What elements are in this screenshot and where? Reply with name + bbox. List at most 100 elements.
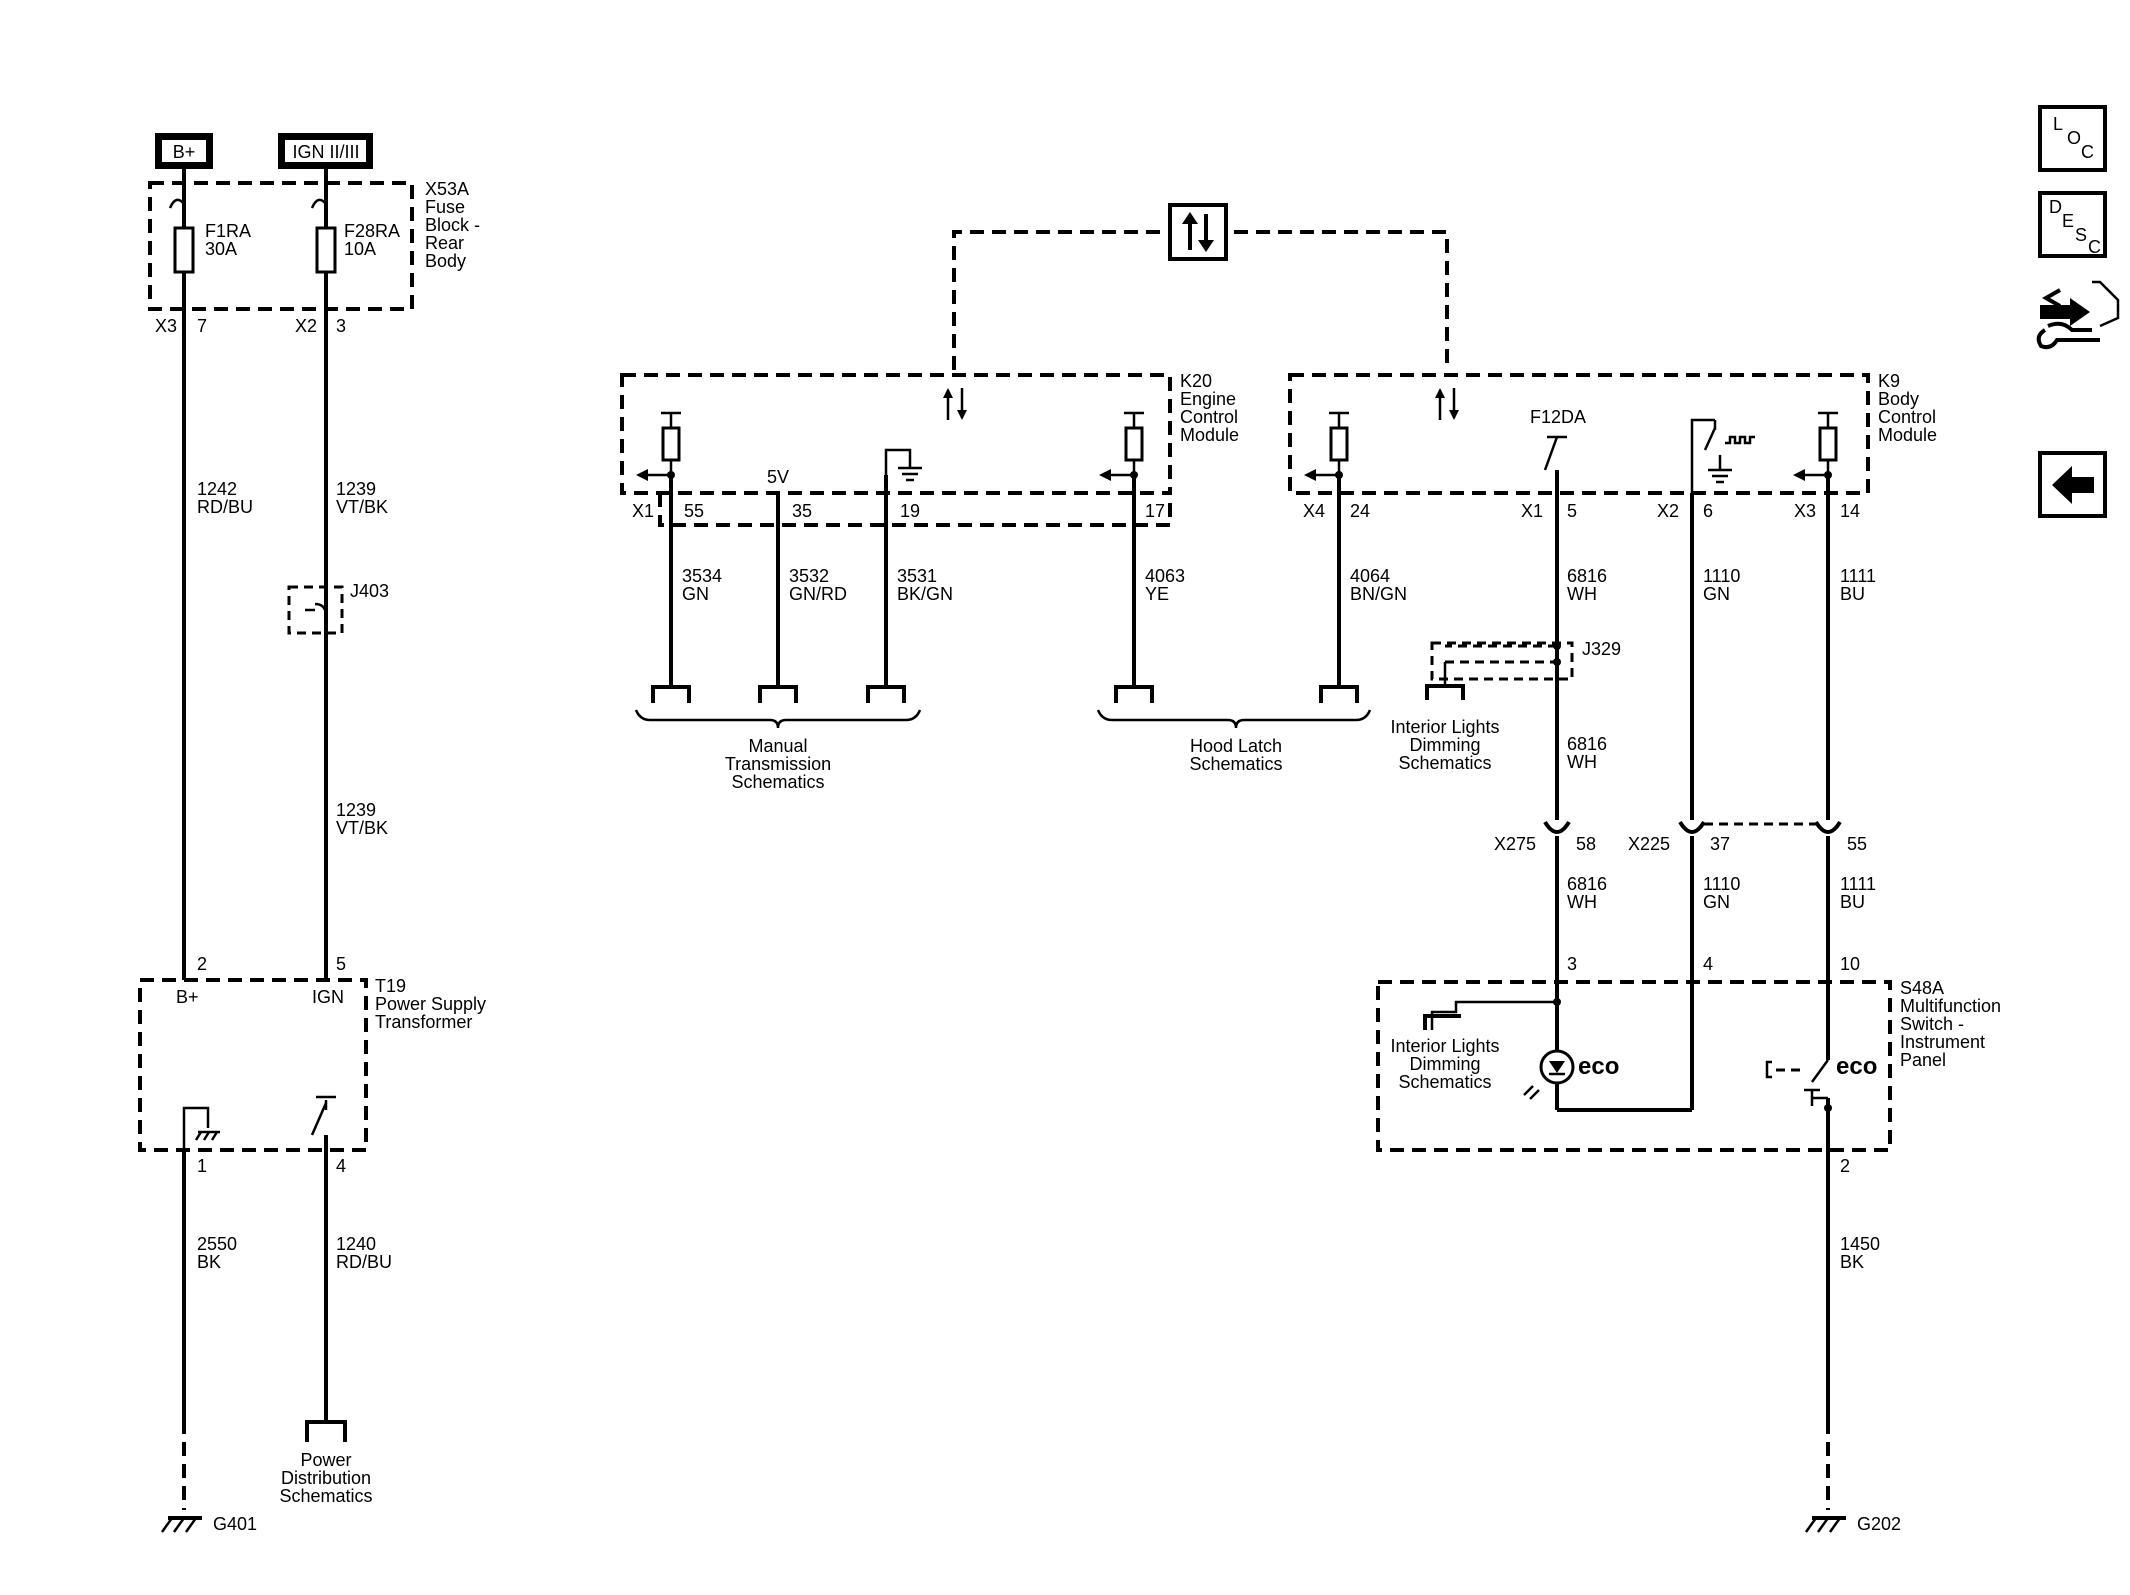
svg-text:Distribution: Distribution [281, 1468, 371, 1488]
ground-g202: G202 [1804, 1514, 1901, 1534]
location-button[interactable]: L O C [2038, 105, 2107, 172]
svg-text:Schematics: Schematics [1189, 754, 1282, 774]
svg-text:Switch -: Switch - [1900, 1014, 1964, 1034]
svg-text:6816: 6816 [1567, 566, 1607, 586]
svg-text:BK: BK [197, 1252, 221, 1272]
svg-text:GN/RD: GN/RD [789, 584, 847, 604]
svg-text:S48A: S48A [1900, 978, 1944, 998]
svg-text:RD/BU: RD/BU [336, 1252, 392, 1272]
svg-text:X225: X225 [1628, 834, 1670, 854]
k9-f12da-switch [1543, 435, 1567, 493]
svg-text:X4: X4 [1303, 501, 1325, 521]
power-distribution-connector [305, 1420, 347, 1442]
svg-text:X2: X2 [1657, 501, 1679, 521]
svg-text:17: 17 [1145, 501, 1165, 521]
svg-text:Power: Power [300, 1450, 351, 1470]
back-arrow-button[interactable] [2038, 451, 2107, 518]
svg-text:BK/GN: BK/GN [897, 584, 953, 604]
ground-g401: G401 [160, 1514, 257, 1534]
svg-text:19: 19 [900, 501, 920, 521]
svg-text:F1RA: F1RA [205, 221, 251, 241]
svg-text:1110: 1110 [1703, 566, 1740, 586]
svg-text:58: 58 [1576, 834, 1596, 854]
svg-text:WH: WH [1567, 892, 1597, 912]
svg-text:1111: 1111 [1840, 874, 1876, 894]
svg-text:S: S [2075, 225, 2087, 245]
svg-text:1: 1 [197, 1156, 207, 1176]
svg-text:1450: 1450 [1840, 1234, 1880, 1254]
svg-text:YE: YE [1145, 584, 1169, 604]
svg-text:10: 10 [1840, 954, 1860, 974]
svg-text:BU: BU [1840, 892, 1865, 912]
svg-text:Module: Module [1180, 425, 1239, 445]
svg-text:G202: G202 [1857, 1514, 1901, 1534]
svg-text:Interior Lights: Interior Lights [1390, 717, 1499, 737]
svg-text:D: D [2049, 197, 2062, 217]
t19-ground-symbol [182, 1106, 220, 1150]
svg-text:35: 35 [792, 501, 812, 521]
x53a-text: X53A Fuse Block - Rear Body [425, 179, 480, 271]
svg-text:J403: J403 [350, 581, 389, 601]
k9-text: K9 Body Control Module [1878, 371, 1937, 445]
svg-text:Manual: Manual [748, 736, 807, 756]
svg-text:B+: B+ [176, 987, 199, 1007]
svg-text:C: C [2081, 142, 2094, 162]
svg-text:Multifunction: Multifunction [1900, 996, 2001, 1016]
svg-text:BK: BK [1840, 1252, 1864, 1272]
svg-text:3532: 3532 [789, 566, 829, 586]
svg-text:7: 7 [197, 316, 207, 336]
connector-repair-icon[interactable] [2036, 280, 2120, 350]
k20-text: K20 Engine Control Module [1180, 371, 1239, 445]
svg-text:1240: 1240 [336, 1234, 376, 1254]
svg-text:BN/GN: BN/GN [1350, 584, 1407, 604]
svg-text:55: 55 [684, 501, 704, 521]
x53a-fuse-block [148, 181, 414, 311]
svg-text:Fuse: Fuse [425, 197, 465, 217]
svg-text:J329: J329 [1582, 639, 1621, 659]
svg-text:3: 3 [336, 316, 346, 336]
svg-text:2: 2 [1840, 1156, 1850, 1176]
svg-text:X3: X3 [1794, 501, 1816, 521]
svg-text:6816: 6816 [1567, 734, 1607, 754]
svg-text:Power Supply: Power Supply [375, 994, 486, 1014]
svg-text:Schematics: Schematics [1398, 1072, 1491, 1092]
svg-text:O: O [2067, 128, 2081, 148]
hood-latch-ref: Hood Latch Schematics [1189, 736, 1282, 774]
t19-switch-symbol [310, 1095, 336, 1150]
x53a-conn-x3: X3 [155, 316, 177, 336]
svg-text:4: 4 [336, 1156, 346, 1176]
description-button[interactable]: D E S C [2038, 191, 2107, 258]
svg-text:G401: G401 [213, 1514, 257, 1534]
bplus-label: B+ [173, 142, 196, 162]
svg-text:GN: GN [682, 584, 709, 604]
svg-text:Schematics: Schematics [279, 1486, 372, 1506]
svg-text:Schematics: Schematics [731, 772, 824, 792]
svg-text:Rear: Rear [425, 233, 464, 253]
k9-pin6-circuit [1690, 418, 1755, 493]
svg-text:T19: T19 [375, 976, 406, 996]
svg-text:Hood Latch: Hood Latch [1190, 736, 1282, 756]
svg-text:4064: 4064 [1350, 566, 1390, 586]
s48a-multifunction-switch [1376, 980, 1892, 1152]
svg-text:WH: WH [1567, 752, 1597, 772]
svg-text:1110: 1110 [1703, 874, 1740, 894]
svg-text:4063: 4063 [1145, 566, 1185, 586]
svg-text:F12DA: F12DA [1530, 407, 1586, 427]
svg-text:5: 5 [336, 954, 346, 974]
k20-ground-19 [884, 448, 922, 482]
svg-text:Schematics: Schematics [1398, 753, 1491, 773]
svg-text:IGN: IGN [312, 987, 344, 1007]
k20-data-arrows [943, 388, 967, 420]
svg-text:30A: 30A [205, 239, 237, 259]
svg-text:X53A: X53A [425, 179, 469, 199]
svg-text:eco: eco [1836, 1053, 1877, 1080]
ign-source: IGN II/III [278, 133, 373, 169]
svg-text:55: 55 [1847, 834, 1867, 854]
svg-text:Module: Module [1878, 425, 1937, 445]
k9-pin14-circuit [1793, 411, 1838, 481]
s48a-text: S48A Multifunction Switch - Instrument P… [1900, 978, 2001, 1070]
svg-text:5: 5 [1567, 501, 1577, 521]
svg-text:K9: K9 [1878, 371, 1900, 391]
svg-text:3531: 3531 [897, 566, 937, 586]
